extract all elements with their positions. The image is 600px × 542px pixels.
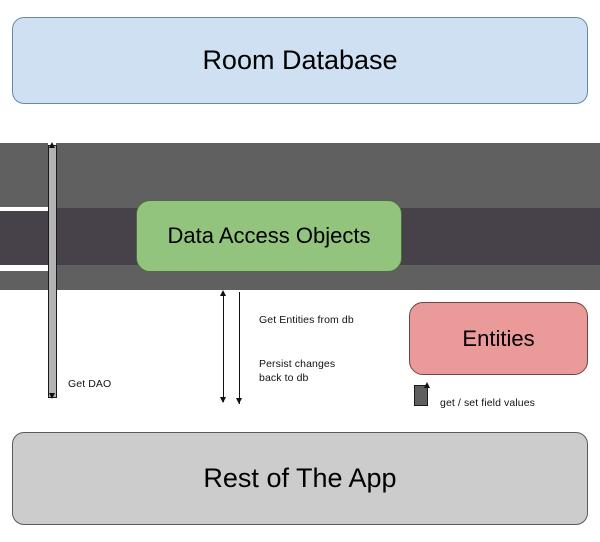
node-room-database[interactable]: Room Database xyxy=(12,17,588,104)
edge-label-get-set-field-values: get / set field values xyxy=(440,397,536,409)
connector-line-get-entities xyxy=(223,292,224,402)
arrowhead-down-dao xyxy=(219,397,226,403)
node-rest-of-the-app[interactable]: Rest of The App xyxy=(12,432,588,525)
highlight-band-left-lower xyxy=(0,271,48,290)
highlight-band-left-upper xyxy=(0,143,48,207)
node-data-access-objects[interactable]: Data Access Objects xyxy=(136,200,402,272)
arrowhead-up-entities xyxy=(424,382,430,388)
highlight-band-left-dark xyxy=(0,211,48,265)
arrowhead-up-room-database xyxy=(49,142,55,148)
connector-line-persist xyxy=(239,292,240,404)
node-entities[interactable]: Entities xyxy=(409,302,588,375)
edge-label-get-dao: Get DAO xyxy=(68,378,112,390)
edge-label-get-entities-from-db: Get Entities from db xyxy=(259,314,354,326)
arrowhead-down-room-database xyxy=(49,393,55,399)
lifeline-activation-room-database xyxy=(48,145,57,398)
edge-label-persist-changes-back-to-db: Persist changes back to db xyxy=(259,358,336,385)
arrowhead-up-dao xyxy=(219,290,226,296)
arrowhead-down-persist xyxy=(235,398,242,404)
lifeline-activation-entities xyxy=(414,385,428,406)
